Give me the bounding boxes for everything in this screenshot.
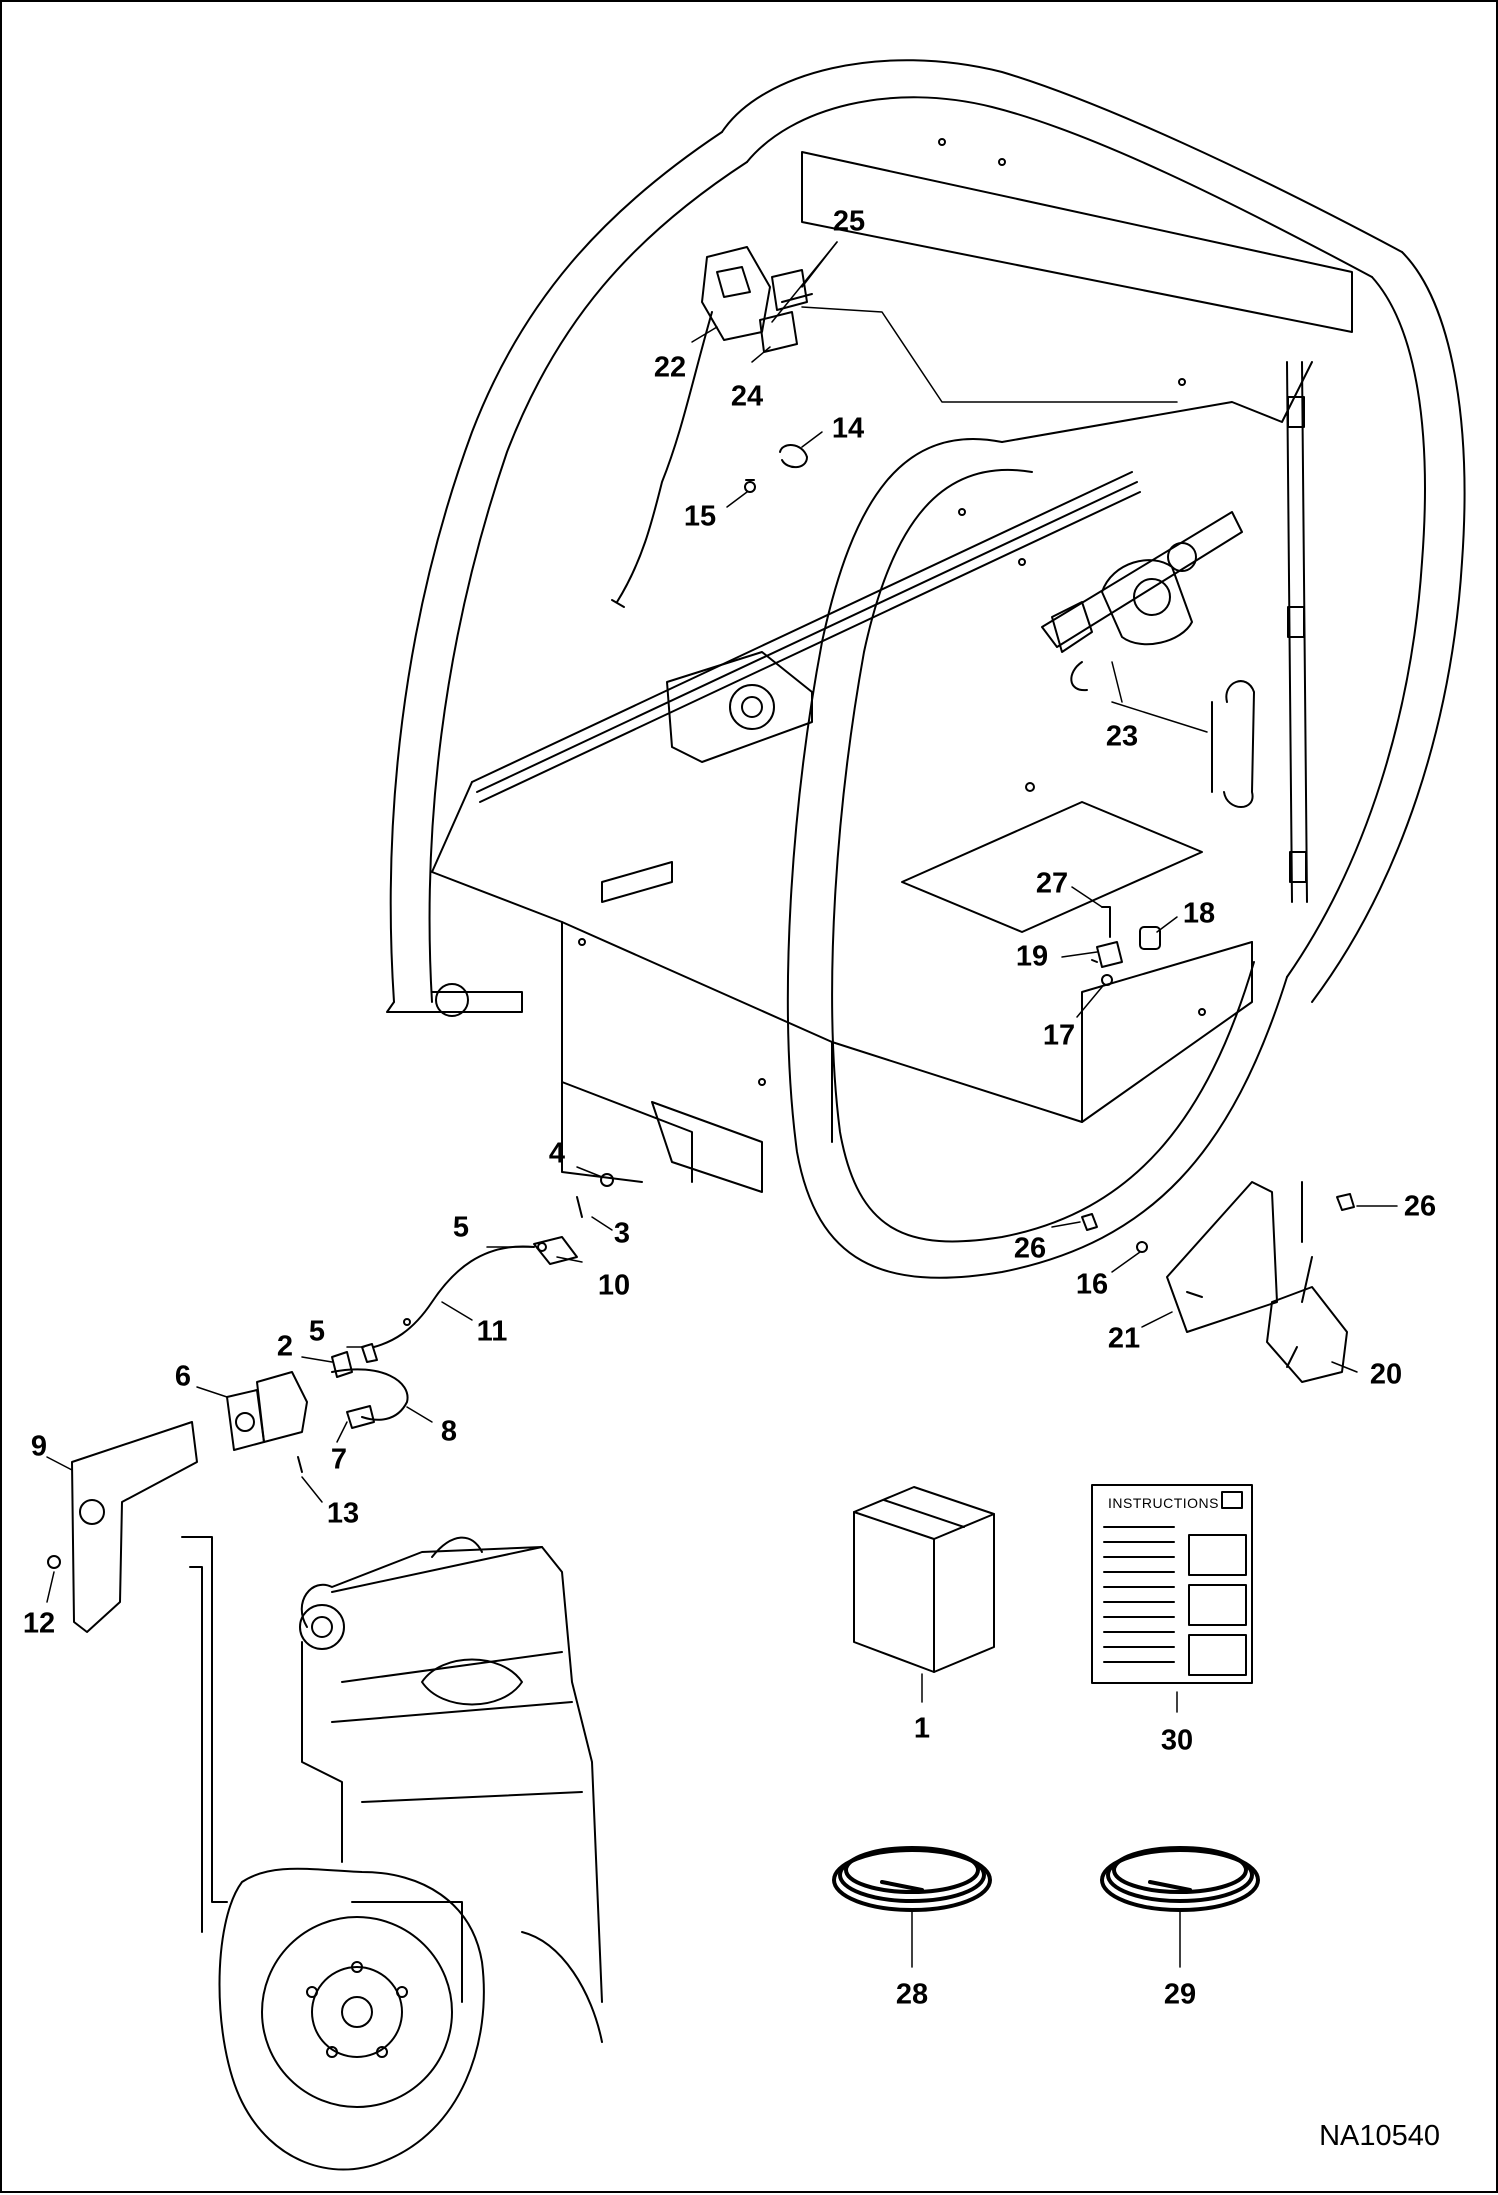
part-29-seal-coil: [1100, 1846, 1260, 1912]
callout-14: 14: [831, 412, 865, 445]
leader-bracket-to-engine: [181, 1536, 228, 1933]
callout-23: 23: [1105, 720, 1139, 753]
part-28-seal-coil: [832, 1846, 992, 1912]
part-16-20-21-26-plate: [1081, 1181, 1355, 1383]
callout-25: 25: [832, 205, 866, 238]
callout-18: 18: [1182, 897, 1216, 930]
callout-6: 6: [174, 1360, 192, 1393]
part-30-instructions: [1091, 1484, 1253, 1684]
callout-24: 24: [730, 380, 764, 413]
callout-26: 26: [1013, 1232, 1047, 1265]
callout-1: 1: [913, 1712, 931, 1745]
callout-17: 17: [1042, 1019, 1076, 1052]
callout-4: 4: [548, 1137, 566, 1170]
callout-2: 2: [276, 1330, 294, 1363]
callout-3: 3: [613, 1217, 631, 1250]
callout-8: 8: [440, 1415, 458, 1448]
part-24-25-decals: [759, 269, 813, 353]
callout-13: 13: [326, 1497, 360, 1530]
part-2-6-7-8-sender: [226, 1343, 409, 1473]
callout-26: 26: [1403, 1190, 1437, 1223]
part-9-12-bracket: [47, 1421, 198, 1633]
instructions-title: INSTRUCTIONS: [1108, 1495, 1219, 1511]
callout-19: 19: [1015, 940, 1049, 973]
part-11-cable: [373, 1245, 535, 1348]
callout-21: 21: [1107, 1322, 1141, 1355]
callout-27: 27: [1035, 867, 1069, 900]
part-14-15-clip: [744, 444, 808, 493]
engine-block: [218, 1536, 603, 2171]
callout-5: 5: [452, 1211, 470, 1244]
callout-9: 9: [30, 1430, 48, 1463]
callout-12: 12: [22, 1607, 56, 1640]
callout-5: 5: [308, 1315, 326, 1348]
callout-7: 7: [330, 1443, 348, 1476]
callout-16: 16: [1075, 1268, 1109, 1301]
callout-leaders: [46, 241, 1398, 1968]
callout-11: 11: [476, 1315, 508, 1348]
drawing-number: NA10540: [1319, 2120, 1440, 2152]
part-22-switch-module: [611, 246, 771, 608]
cab-frame: [386, 59, 1466, 1279]
callout-30: 30: [1160, 1724, 1194, 1757]
part-3-4-10-bracket: [533, 1173, 614, 1265]
callout-29: 29: [1163, 1978, 1197, 2011]
part-17-18-19-27-mount: [1091, 906, 1161, 986]
callout-15: 15: [683, 500, 717, 533]
callout-10: 10: [597, 1269, 631, 1302]
part-23-lever-assembly: [1041, 511, 1243, 692]
callout-28: 28: [895, 1978, 929, 2011]
callout-20: 20: [1369, 1358, 1403, 1391]
part-1-kit-box: [853, 1486, 995, 1673]
callout-22: 22: [653, 351, 687, 384]
